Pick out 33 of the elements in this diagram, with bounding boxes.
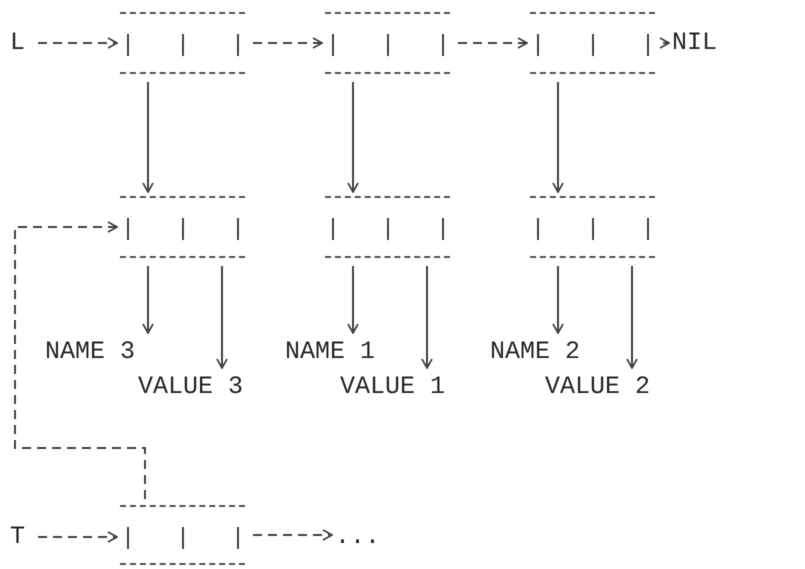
arrow: [347, 82, 359, 193]
arrow: [421, 266, 433, 369]
list-label: L: [10, 28, 30, 58]
arrow: [142, 266, 154, 334]
list-label: NIL: [672, 28, 720, 58]
list-cell: [530, 196, 655, 258]
list-label: VALUE 1: [340, 372, 447, 402]
arrow: [347, 266, 359, 334]
list-cell: [120, 196, 245, 258]
list-cell: [120, 12, 245, 74]
arrow: [626, 266, 638, 369]
list-cell: [325, 12, 450, 74]
list-label: VALUE 3: [138, 372, 245, 402]
list-label: NAME 3: [45, 337, 137, 367]
list-label: T: [10, 522, 30, 552]
list-label: ...: [335, 522, 383, 552]
arrow: [458, 37, 528, 49]
list-cell: [120, 505, 245, 565]
arrow: [253, 37, 323, 49]
arrow: [659, 37, 670, 49]
arrow: [38, 531, 118, 543]
arrow: [14, 221, 146, 499]
arrow: [142, 82, 154, 193]
list-cell: [325, 196, 450, 258]
arrow: [552, 266, 564, 334]
list-label: NAME 1: [285, 337, 377, 367]
list-label: NAME 2: [490, 337, 582, 367]
arrow: [552, 82, 564, 193]
arrow: [216, 266, 228, 369]
arrow: [253, 529, 333, 541]
list-label: VALUE 2: [545, 372, 652, 402]
arrow: [38, 37, 118, 49]
list-cell: [530, 12, 655, 74]
